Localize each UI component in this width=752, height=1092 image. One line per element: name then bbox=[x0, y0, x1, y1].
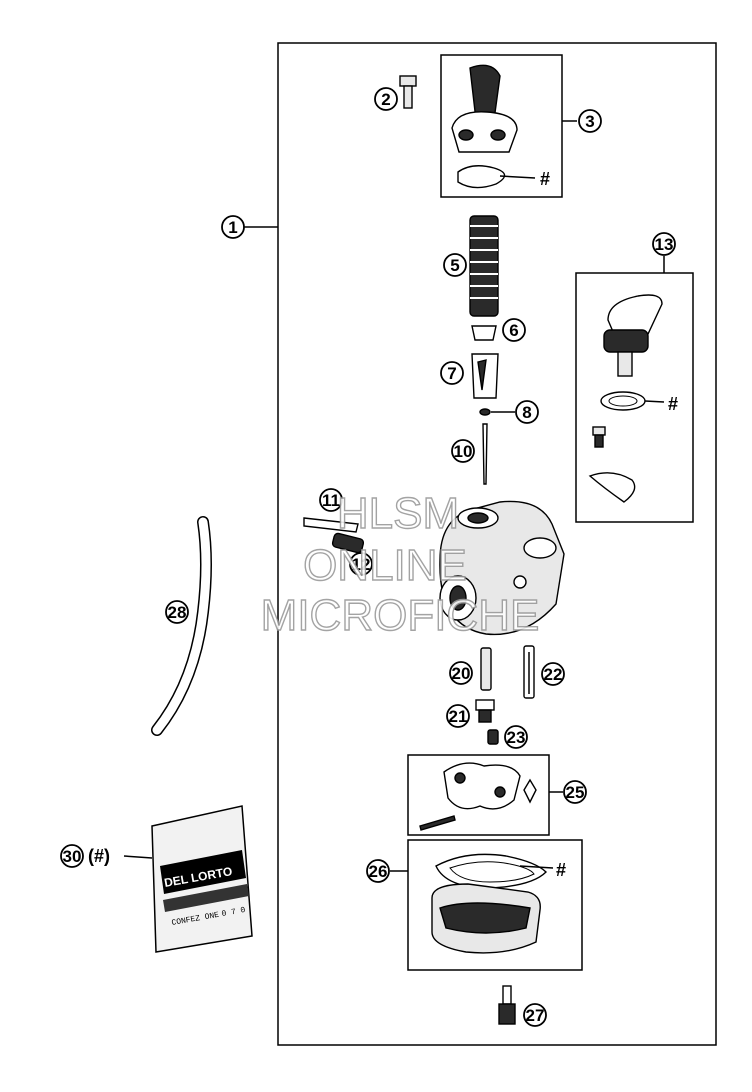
float-part-25 bbox=[419, 762, 537, 831]
callout-23-label: 23 bbox=[507, 728, 526, 747]
callout-30-label: 30 bbox=[63, 847, 82, 866]
callout-10-label: 10 bbox=[454, 442, 473, 461]
float-bowl-part-26 bbox=[431, 883, 541, 954]
assembly-frame bbox=[277, 42, 717, 1046]
callout-2[interactable]: 2 bbox=[374, 87, 398, 111]
jet-needle-part-10 bbox=[482, 423, 488, 485]
choke-screw-part-13 bbox=[592, 426, 606, 448]
callout-23[interactable]: 23 bbox=[504, 725, 528, 749]
bowl-gasket-part-26 bbox=[435, 853, 547, 889]
fuel-hose-part-28 bbox=[151, 516, 212, 736]
callout-11-label: 11 bbox=[322, 491, 340, 510]
callout-28[interactable]: 28 bbox=[165, 600, 189, 624]
gasket-kit-bag-part-30: DEL LORTO CONFEZ ONE 0 7 0 bbox=[151, 805, 253, 953]
jet-part-22 bbox=[523, 645, 535, 699]
cable-adjuster-cover-part-3 bbox=[451, 64, 518, 153]
pilot-jet-part-23 bbox=[487, 729, 499, 745]
callout-7-label: 7 bbox=[447, 364, 456, 383]
callout-22[interactable]: 22 bbox=[541, 662, 565, 686]
watermark-line-2: ONLINE bbox=[303, 541, 467, 590]
callout-1-label: 1 bbox=[228, 218, 237, 237]
callout-21-label: 21 bbox=[449, 707, 468, 726]
callout-13[interactable]: 13 bbox=[652, 232, 676, 256]
callout-5-label: 5 bbox=[450, 256, 459, 275]
callout-3-label: 3 bbox=[585, 112, 594, 131]
callout-12[interactable]: 12 bbox=[349, 552, 373, 576]
callout-25-label: 25 bbox=[566, 783, 585, 802]
callout-8-label: 8 bbox=[522, 403, 531, 422]
callout-20-label: 20 bbox=[452, 664, 471, 683]
callout-7[interactable]: 7 bbox=[440, 361, 464, 385]
callout-6[interactable]: 6 bbox=[502, 318, 526, 342]
throttle-slide-part-7 bbox=[471, 353, 499, 399]
callout-20[interactable]: 20 bbox=[449, 661, 473, 685]
hash-mark-3: # bbox=[540, 169, 550, 189]
choke-gasket-part-13 bbox=[600, 391, 646, 411]
carburetor-body bbox=[439, 500, 565, 636]
watermark-line-3: MICROFICHE bbox=[261, 591, 540, 640]
main-jet-part-21 bbox=[475, 699, 495, 723]
callout-21[interactable]: 21 bbox=[446, 704, 470, 728]
box-part-3 bbox=[440, 54, 563, 198]
hash-mark-13: # bbox=[668, 394, 678, 414]
callout-12-label: 12 bbox=[352, 555, 371, 574]
box-part-26 bbox=[407, 839, 583, 971]
callout-13-label: 13 bbox=[655, 235, 674, 254]
callout-28-label: 28 bbox=[168, 603, 187, 622]
callout-11[interactable]: 11 bbox=[319, 488, 343, 512]
drain-screw-part-27 bbox=[498, 985, 516, 1025]
callout-2-label: 2 bbox=[381, 90, 390, 109]
callout-30[interactable]: 30 bbox=[60, 844, 84, 868]
hash-mark-26: # bbox=[556, 860, 566, 880]
gasket-part-3 bbox=[457, 165, 506, 189]
callout-22-label: 22 bbox=[544, 665, 563, 684]
callout-27-label: 27 bbox=[526, 1006, 545, 1025]
callout-5[interactable]: 5 bbox=[443, 253, 467, 277]
screw-part-2 bbox=[399, 75, 417, 109]
callout-6-label: 6 bbox=[509, 321, 518, 340]
callout-27[interactable]: 27 bbox=[523, 1003, 547, 1027]
callout-26[interactable]: 26 bbox=[366, 859, 390, 883]
needle-clip-part-8 bbox=[479, 408, 491, 416]
choke-plate-part-13 bbox=[588, 472, 636, 503]
idle-spring-part-12 bbox=[331, 532, 365, 554]
box-part-25 bbox=[407, 754, 550, 836]
kit-suffix-mark: (#) bbox=[88, 846, 110, 866]
callout-3[interactable]: 3 bbox=[578, 109, 602, 133]
idle-screw-part-11 bbox=[303, 517, 359, 533]
box-part-13 bbox=[575, 272, 694, 523]
bag-label-right: 0 7 0 bbox=[221, 906, 246, 919]
watermark-line-1: HLSM bbox=[337, 489, 459, 538]
spring-part-5 bbox=[469, 215, 499, 317]
choke-assembly-part-13 bbox=[603, 294, 663, 377]
jet-part-20 bbox=[480, 647, 492, 691]
callout-10[interactable]: 10 bbox=[451, 439, 475, 463]
retainer-part-6 bbox=[471, 325, 497, 341]
callout-1[interactable]: 1 bbox=[221, 215, 245, 239]
callout-25[interactable]: 25 bbox=[563, 780, 587, 804]
callout-26-label: 26 bbox=[369, 862, 388, 881]
callout-8[interactable]: 8 bbox=[515, 400, 539, 424]
